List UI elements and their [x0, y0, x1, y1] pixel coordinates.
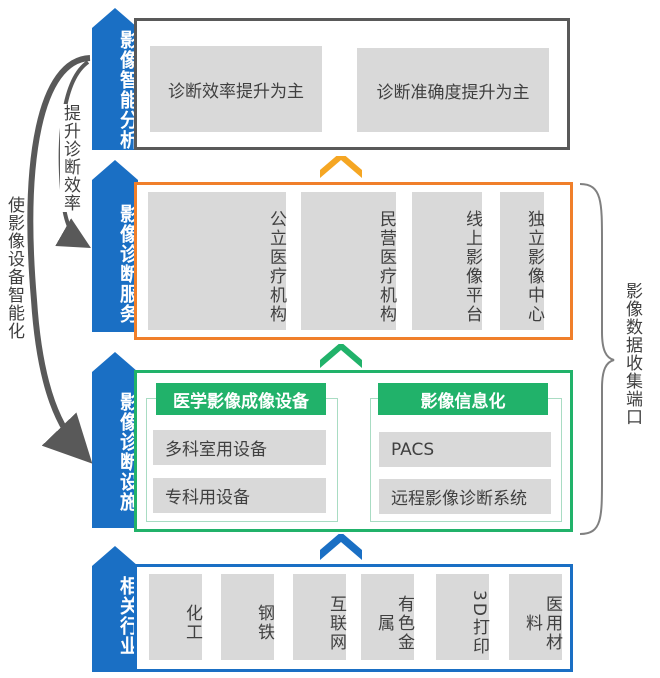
- annotation-improve-efficiency: 提升诊断效率: [60, 104, 80, 212]
- chevron-up-icon: [320, 344, 362, 368]
- industry-box-medmaterial: 医用材料: [509, 574, 562, 660]
- tab-industry: 相关行业: [92, 546, 138, 672]
- layer-label-analysis: 影像智能分析: [117, 30, 139, 150]
- chevron-up-icon: [320, 156, 362, 178]
- facility-item-multi: 多科室用设备: [153, 430, 326, 465]
- layer-label-facility: 影像诊断设施: [117, 392, 139, 512]
- right-brace: [579, 183, 615, 535]
- industry-box-steel: 钢铁: [221, 574, 274, 660]
- facility-item-special: 专科用设备: [153, 478, 326, 513]
- facility-group-info-title: 影像信息化: [378, 383, 548, 415]
- service-box-private: 民营医疗机构: [301, 192, 396, 330]
- analysis-box-accuracy: 诊断准确度提升为主: [357, 48, 549, 132]
- facility-item-remote: 远程影像诊断系统: [379, 479, 551, 514]
- facility-item-pacs: PACS: [379, 432, 551, 467]
- annotation-device-intelligence: 使影像设备智能化: [4, 196, 24, 340]
- service-box-independent: 独立影像中心: [500, 192, 544, 330]
- industry-box-internet: 互联网: [293, 574, 346, 660]
- industry-frame: [134, 564, 573, 672]
- chevron-up-icon: [320, 534, 362, 560]
- layer-label-industry: 相关行业: [117, 576, 139, 656]
- industry-box-3dprint: 3D打印: [436, 574, 489, 660]
- tab-analysis: 影像智能分析: [92, 8, 138, 150]
- tab-facility: 影像诊断设施: [92, 352, 138, 528]
- industry-box-nonferrous: 有色金属: [361, 574, 414, 660]
- tab-service: 影像诊断服务: [92, 160, 138, 332]
- annotation-data-port: 影像数据收集端口: [622, 282, 642, 426]
- industry-box-chemical: 化工: [149, 574, 202, 660]
- service-box-online: 线上影像平台: [412, 192, 482, 330]
- layer-label-service: 影像诊断服务: [117, 204, 139, 324]
- service-box-public: 公立医疗机构: [148, 192, 286, 330]
- analysis-box-efficiency: 诊断效率提升为主: [150, 46, 322, 132]
- facility-group-imaging-title: 医学影像成像设备: [156, 383, 326, 415]
